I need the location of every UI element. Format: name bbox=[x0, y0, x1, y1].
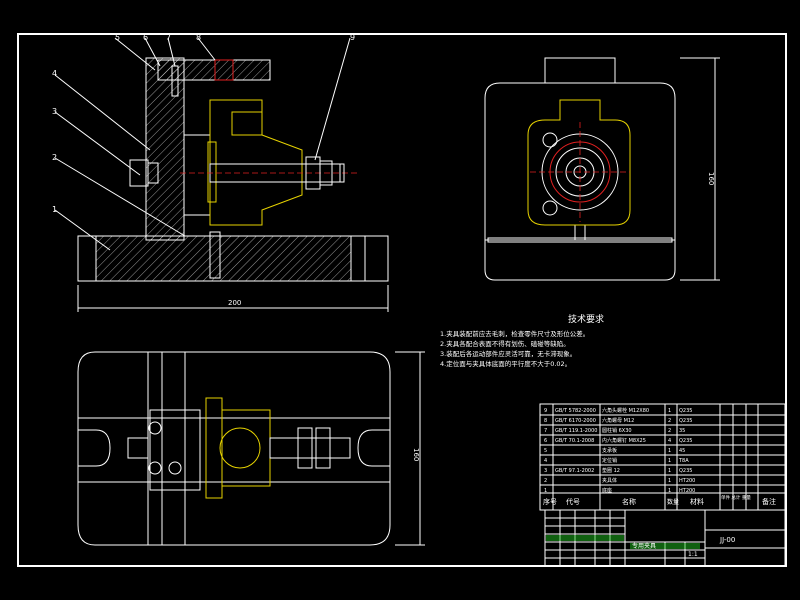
parts-cell-qty: 4 bbox=[668, 438, 671, 444]
tech-title: 技术要求 bbox=[568, 313, 604, 325]
parts-cell-name: 定位销 bbox=[602, 457, 617, 464]
parts-cell-code: GB/T 119.1-2000 bbox=[555, 428, 597, 434]
title-name: 专用夹具 bbox=[632, 542, 656, 550]
parts-cell-no: 7 bbox=[544, 428, 547, 434]
dim-side-height: 160 bbox=[707, 172, 715, 185]
parts-cell-name: 内六角螺钉 M8X25 bbox=[602, 437, 646, 444]
callout-2: 2 bbox=[52, 153, 57, 162]
parts-cell-no: 6 bbox=[544, 438, 547, 444]
parts-cell-code: GB/T 70.1-2008 bbox=[555, 438, 594, 444]
parts-cell-material: Q235 bbox=[679, 468, 692, 474]
parts-cell-material: Q235 bbox=[679, 418, 692, 424]
parts-cell-material: 35 bbox=[679, 428, 685, 434]
parts-cell-name: 六角螺母 M12 bbox=[602, 417, 634, 424]
header-weight: 单件 总计 重量 bbox=[721, 494, 751, 501]
parts-cell-no: 1 bbox=[544, 488, 547, 494]
callout-3: 3 bbox=[52, 107, 57, 116]
header-code: 代号 bbox=[566, 497, 580, 506]
parts-cell-no: 8 bbox=[544, 418, 547, 424]
title-scale: 1:1 bbox=[688, 551, 698, 558]
tech-line-2: 2.夹具各配合表面不得有划伤、磕碰等缺陷。 bbox=[440, 339, 570, 348]
callout-4: 4 bbox=[52, 69, 57, 78]
parts-cell-no: 9 bbox=[544, 408, 547, 414]
header-no: 序号 bbox=[543, 497, 557, 506]
parts-cell-qty: 2 bbox=[668, 428, 671, 434]
parts-cell-code: GB/T 97.1-2002 bbox=[555, 468, 594, 474]
parts-cell-name: 支承板 bbox=[602, 447, 617, 454]
header-name: 名称 bbox=[622, 497, 636, 506]
title-drawing-no: JJ-00 bbox=[719, 536, 735, 544]
callout-9: 9 bbox=[350, 33, 355, 42]
header-material: 材料 bbox=[690, 497, 704, 506]
dim-top-height: 160 bbox=[412, 448, 420, 461]
parts-cell-qty: 1 bbox=[668, 408, 671, 414]
parts-cell-no: 5 bbox=[544, 448, 547, 454]
parts-cell-qty: 1 bbox=[668, 468, 671, 474]
parts-cell-no: 4 bbox=[544, 458, 547, 464]
parts-cell-material: HT200 bbox=[679, 488, 695, 494]
callout-1: 1 bbox=[52, 205, 57, 214]
parts-cell-name: 夹具体 bbox=[602, 477, 617, 484]
parts-cell-name: 六角头螺栓 M12X80 bbox=[602, 407, 649, 414]
tech-requirements: 技术要求 1.夹具装配前应去毛刺，检查零件尺寸及形位公差。 2.夹具各配合表面不… bbox=[440, 313, 604, 368]
parts-cell-name: 垫圈 12 bbox=[602, 467, 620, 474]
top-view: 160 bbox=[77, 351, 425, 546]
parts-cell-code: GB/T 6170-2000 bbox=[555, 418, 596, 424]
callout-7: 7 bbox=[166, 33, 171, 42]
parts-cell-material: Q235 bbox=[679, 408, 692, 414]
callout-6: 6 bbox=[143, 33, 148, 42]
header-qty: 数量 bbox=[667, 498, 679, 506]
tech-line-3: 3.装配后各运动部件应灵活可靠，无卡滞现象。 bbox=[440, 349, 576, 358]
parts-cell-name: 圆柱销 6X30 bbox=[602, 427, 632, 434]
parts-cell-material: T8A bbox=[678, 458, 689, 464]
callout-5: 5 bbox=[115, 33, 120, 42]
parts-cell-qty: 1 bbox=[668, 478, 671, 484]
parts-cell-material: 45 bbox=[679, 448, 685, 454]
parts-cell-no: 3 bbox=[544, 468, 547, 474]
header-remark: 备注 bbox=[762, 497, 776, 506]
parts-cell-code: GB/T 5782-2000 bbox=[555, 408, 596, 414]
tech-line-4: 4.定位面与夹具体底面的平行度不大于0.02。 bbox=[440, 359, 571, 368]
callout-8: 8 bbox=[196, 33, 201, 42]
tech-line-1: 1.夹具装配前应去毛刺，检查零件尺寸及形位公差。 bbox=[440, 329, 589, 338]
parts-cell-qty: 2 bbox=[668, 418, 671, 424]
parts-cell-qty: 1 bbox=[668, 448, 671, 454]
side-view: 160 bbox=[484, 57, 720, 281]
dim-front-width: 200 bbox=[228, 299, 241, 307]
parts-cell-name: 底座 bbox=[602, 487, 612, 494]
parts-cell-qty: 1 bbox=[668, 458, 671, 464]
front-view: 5 6 7 8 9 4 3 2 1 200 bbox=[52, 33, 389, 312]
parts-cell-material: HT200 bbox=[679, 478, 695, 484]
drawing-border bbox=[17, 33, 787, 567]
parts-cell-qty: 1 bbox=[668, 488, 671, 494]
parts-cell-no: 2 bbox=[544, 478, 547, 484]
title-block: 专用夹具 JJ-00 1:1 bbox=[544, 509, 786, 567]
parts-cell-material: Q235 bbox=[679, 438, 692, 444]
